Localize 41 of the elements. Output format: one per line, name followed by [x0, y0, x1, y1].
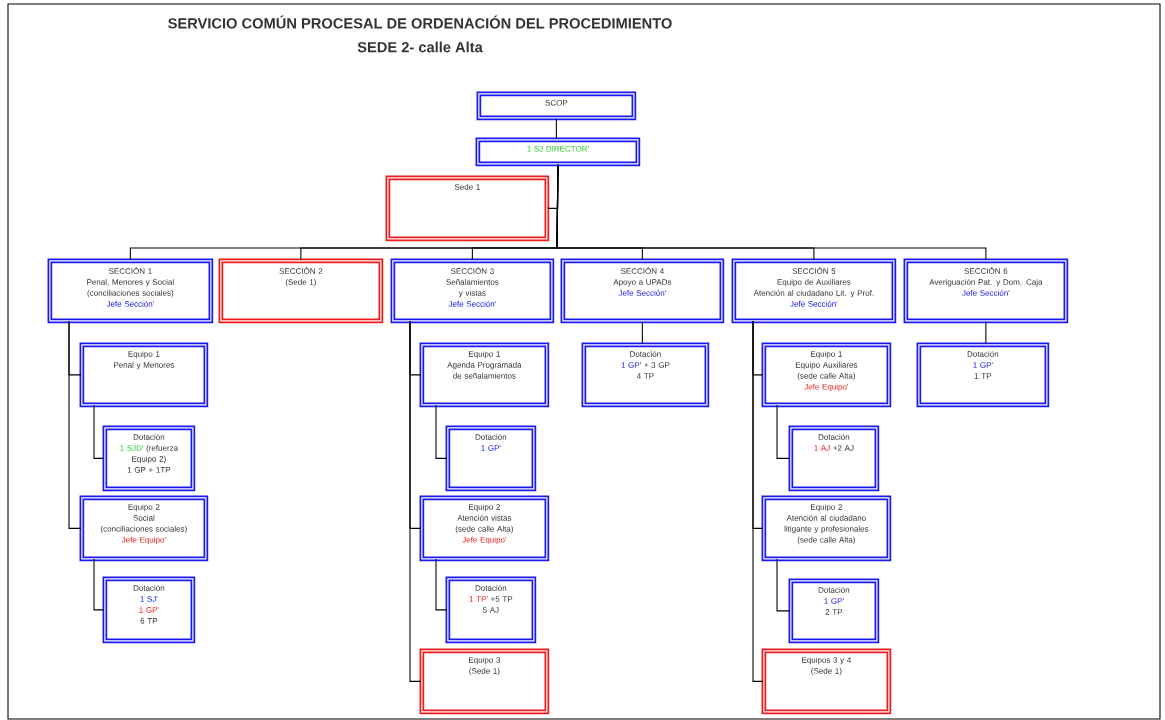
- org-box: SECCIÓN 2 (Sede 1): [218, 258, 384, 324]
- title: SERVICIO COMÚN PROCESAL DE ORDENACIÓN DEL PROCEDIMIENTO: [168, 15, 672, 29]
- org-box: Equipo 3 (Sede 1): [419, 648, 550, 715]
- org-box: Dotación 1 TP' +5 TP 5 AJ: [445, 576, 537, 644]
- subtitle: SEDE 2- calle Alta: [357, 41, 483, 53]
- org-box: Equipo 1 Equipo Auxiliares (sede calle Alta) Jefe Equipo': [761, 342, 892, 408]
- org-box: SECCIÓN 1 Penal, Menores y Social (conciliaciones sociales) Jefe Sección': [47, 258, 214, 324]
- org-box: Dotación 1 SJD' (refuerza Equipo 2) 1 GP + 1TP: [102, 425, 196, 492]
- org-box: Equipo 1 Penal y Menores: [79, 342, 209, 408]
- org-box: Equipo 1 Agenda Programada de señalamientos: [419, 342, 550, 408]
- org-box: Equipo 2 Atención vistas (sede calle Alta) Jefe Equipo': [419, 495, 550, 562]
- org-box: SECCIÓN 6 Averiguación Pat. y Dom. Caja Jefe Sección': [903, 258, 1069, 324]
- connector-line: [93, 558, 105, 611]
- connector-line: [776, 404, 791, 459]
- org-box: Equipo 2 Social (conciliaciones sociales) Jefe Equipo': [79, 495, 209, 562]
- org-box: SECCIÓN 4 Apoyo a UPADs Jefe Sección': [560, 258, 725, 324]
- org-box: 1 SJ DIRECTOR': [475, 137, 641, 167]
- connector-line: [547, 164, 559, 209]
- org-box: Dotación 1 GP' 2 TP: [788, 578, 880, 644]
- org-box: Dotación 1 GP': [445, 425, 537, 492]
- connector-line: [776, 558, 791, 612]
- org-box: Equipo 2 Atención al ciudadano litigante y profesionales (sede calle Alta): [761, 495, 892, 562]
- connector-line: [93, 404, 105, 459]
- connector-line: [641, 321, 643, 345]
- connector-line: [985, 321, 987, 345]
- connector-line: [435, 404, 448, 459]
- connector-line: [556, 164, 987, 261]
- org-box: SCOP: [476, 91, 637, 121]
- org-box: Dotación 1 SJ' 1 GP' 6 TP: [102, 576, 196, 644]
- connector-line: [752, 320, 764, 682]
- org-box: Sede 1: [385, 175, 550, 242]
- org-box: SECCIÓN 5 Equipo de Auxiliares Atención al ciudadano Lit. y Prof. Jefe Sección': [731, 258, 897, 324]
- org-box: Dotación 1 GP' 1 TP: [916, 342, 1050, 408]
- org-box: Dotación 1 AJ +2 AJ: [788, 425, 880, 492]
- connector-line: [68, 320, 82, 529]
- org-box: SECCIÓN 3 Señalamientos y vistas Jefe Sección': [390, 258, 555, 324]
- connector-line: [435, 558, 448, 611]
- org-box: Dotación 1 GP' + 3 GP 4 TP: [581, 342, 710, 408]
- org-box: Equipos 3 y 4 (Sede 1): [761, 648, 892, 715]
- connector-line: [555, 118, 557, 140]
- connector-line: [409, 320, 422, 682]
